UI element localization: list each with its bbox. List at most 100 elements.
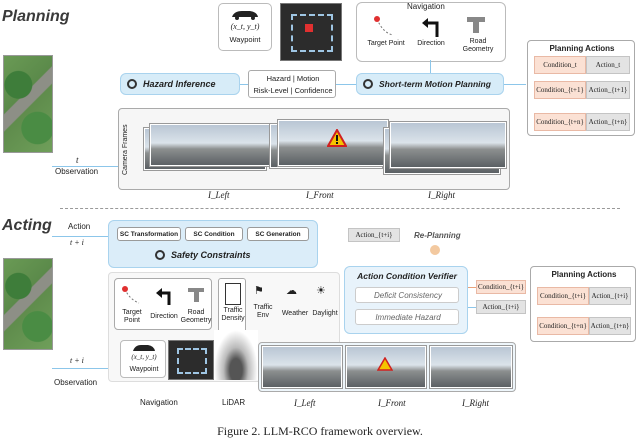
planning-actions-title: Planning Actions (549, 44, 615, 53)
replanning-dot (430, 245, 440, 255)
sc-transformation-button: SC Transformation (117, 227, 181, 241)
sc-condition-button: SC Condition (185, 227, 243, 241)
planning-to-actions-arrow (504, 84, 526, 85)
traffic-density-label: Traffic Density (221, 307, 245, 322)
aerial-image-planning (3, 55, 53, 153)
nav-target-point: Target Point (367, 40, 405, 47)
acting-road-icon (188, 288, 204, 302)
hazard-info-box: Hazard | Motion Risk-Level | Confidence (248, 70, 336, 98)
verifier-box: Action Condition Verifier Deficit Consis… (344, 266, 468, 334)
observation-label: Observation (55, 167, 99, 176)
acting-actions-box: Planning Actions Condition_{t+i} Action_… (530, 266, 636, 342)
direction-icon (422, 18, 439, 37)
action-cell-1: Action_{t+1} (586, 81, 630, 99)
camera-right (390, 122, 506, 168)
hazard-inference-box: Hazard Inference (120, 73, 240, 95)
hazard-connector (240, 84, 248, 85)
safety-constraints-label: Safety Constraints (171, 250, 251, 260)
observation-arrow (52, 166, 120, 167)
motion-planning-label: Short-term Motion Planning (379, 79, 491, 89)
lidar-image (214, 330, 258, 380)
action-cell-2: Action_{t+n} (586, 113, 630, 131)
weather-label: Weather (281, 310, 309, 317)
waypoint-label: Waypoint (229, 35, 261, 44)
acting-nav-box: Target Point Direction Road Geometry (114, 278, 212, 330)
navigation-title: Navigation (407, 2, 445, 11)
llm-icon (127, 79, 137, 89)
acting-action-cell-1: Action_{t+n} (589, 317, 631, 335)
acting-nav-direction: Direction (150, 313, 178, 320)
acting-condition-cell-1: Condition_{t+n} (537, 317, 589, 335)
immediate-label: Immediate Hazard (375, 313, 441, 322)
verifier-title: Action Condition Verifier (357, 271, 457, 281)
planning-actions-box: Planning Actions Condition_t Action_t Co… (527, 40, 635, 136)
weather-icon: ☁ (286, 285, 297, 297)
aerial-image-acting (3, 258, 53, 350)
acting-car-icon (133, 345, 155, 351)
nav-to-planning-arrow (430, 60, 431, 73)
acting-target-icon (122, 286, 140, 304)
daylight-label: Daylight (312, 310, 338, 317)
daylight-icon: ☀ (316, 285, 326, 297)
acting-nav-target: Target Point (122, 309, 142, 324)
acting-nav-map (168, 340, 214, 380)
action-cell-0: Action_t (586, 56, 630, 74)
acting-condition-cell-0: Condition_{t+i} (537, 287, 589, 305)
camera-frames-label: Camera Frames (122, 124, 129, 175)
cam-label-right: I_Right (428, 190, 455, 200)
waypoint-box: (x_t, y_t) Waypoint (218, 3, 272, 51)
cam-label-left: I_Left (208, 190, 230, 200)
action-ti-cell-2: Action_{t+i} (476, 300, 526, 314)
acting-actions-title: Planning Actions (551, 270, 617, 279)
road-geometry-icon (467, 17, 485, 33)
hazard-info-line1: Hazard | Motion (266, 74, 320, 83)
traffic-density-icon (225, 283, 241, 305)
deficit-label: Deficit Consistency (373, 291, 443, 300)
cam-label-front: I_Front (306, 190, 334, 200)
llm-icon-3 (155, 250, 165, 260)
llm-icon-2 (363, 79, 373, 89)
info-connector (336, 84, 356, 85)
acting-waypoint-coord: (x_t, y_t) (131, 353, 157, 361)
acting-direction-icon (156, 288, 171, 305)
acting-cam-left: I_Left (294, 398, 316, 408)
motion-planning-box: Short-term Motion Planning (356, 73, 504, 95)
planning-title: Planning (2, 8, 70, 25)
condition-ti-cell: Condition_{t+i} (476, 280, 526, 294)
navigation-label: Navigation (140, 398, 178, 407)
camera-front (278, 120, 388, 166)
hazard-inference-label: Hazard Inference (143, 79, 216, 89)
acting-cam-front: I_Front (378, 398, 406, 408)
acting-observation-arrow (52, 368, 118, 369)
condition-cell-0: Condition_t (534, 56, 586, 74)
acting-hazard-icon (377, 357, 393, 371)
action-arrow (468, 307, 476, 308)
acting-nav-road: Road Geometry (180, 309, 212, 324)
safety-constraints-box: SC Transformation SC Condition SC Genera… (108, 220, 318, 268)
replanning-label: Re-Planning (414, 231, 461, 240)
action-sub: t + i (70, 238, 84, 247)
lidar-label: LiDAR (222, 398, 246, 407)
traffic-env-icon: ⚑ (254, 285, 264, 297)
action-output-arrow (52, 236, 108, 237)
figure-caption: Figure 2. LLM-RCO framework overview. (217, 424, 423, 438)
navigation-map (280, 3, 342, 61)
deficit-box: Deficit Consistency (355, 287, 459, 303)
time-label: t (76, 155, 79, 165)
acting-waypoint-box: (x_t, y_t) Waypoint (120, 340, 166, 378)
condition-arrow (468, 287, 476, 288)
condition-cell-2: Condition_{t+n} (534, 113, 586, 131)
traffic-env-label: Traffic Env (253, 304, 273, 319)
sc-generation-button: SC Generation (247, 227, 309, 241)
acting-camera-left (262, 346, 342, 388)
acting-cam-right: I_Right (462, 398, 489, 408)
navigation-box: Navigation Target Point Direction Road G… (356, 2, 506, 62)
traffic-density-box: Traffic Density (218, 278, 246, 338)
acting-action-cell-0: Action_{t+i} (589, 287, 631, 305)
acting-route-path (177, 348, 207, 374)
acting-camera-right (430, 346, 512, 388)
acting-waypoint-label: Waypoint (129, 366, 159, 373)
nav-direction: Direction (417, 40, 445, 47)
vehicle-marker (305, 24, 313, 32)
hazard-info-line2: Risk-Level | Confidence (253, 86, 333, 95)
